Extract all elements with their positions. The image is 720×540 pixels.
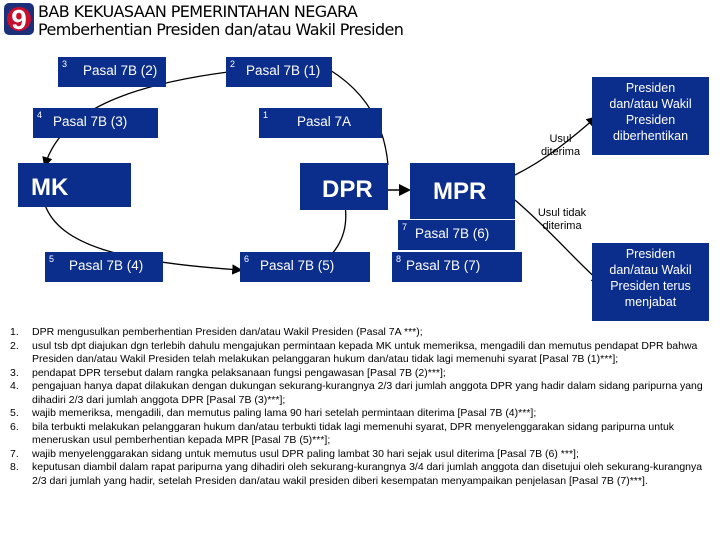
explanation-list: 1. DPR mengusulkan pemberhentian Presiden… [10, 326, 715, 488]
item-text: keputusan diambil dalam rapat paripurna … [32, 461, 703, 487]
box-mk: MK [18, 163, 131, 207]
box-label: Pasal 7B (1) [246, 63, 321, 78]
box-label: Pasal 7B (6) [415, 226, 490, 241]
step-number: 6 [244, 254, 250, 264]
list-item: 8. keputusan diambil dalam rapat paripurn… [10, 461, 715, 488]
item-number: 3. [10, 366, 19, 379]
cycle-arc-left-bottom [44, 204, 243, 275]
box-pasal-7b-4: 5 Pasal 7B (4) [45, 252, 163, 282]
label-rejected-line: Usul tidak [537, 207, 587, 219]
box-pasal-7b-5: 6 Pasal 7B (5) [240, 252, 370, 282]
box-pasal-7b-3: 4 Pasal 7B (3) [33, 108, 158, 138]
item-number: 6. [10, 420, 19, 433]
box-label: Pasal 7B (3) [53, 114, 128, 129]
list-item: 2. usul tsb dpt diajukan dgn terlebih dah… [10, 340, 715, 367]
label-rejected-line: diterima [542, 220, 582, 232]
box-dpr: DPR [300, 163, 388, 210]
item-text: DPR mengusulkan pemberhentian Presiden d… [32, 326, 423, 338]
box-label: Pasal 7B (2) [83, 63, 158, 78]
list-item: 6. bila terbukti melakukan pelanggaran hu… [10, 421, 715, 448]
outcome-removed-line: diberhentikan [612, 129, 689, 143]
box-pasal-7b-6: 7 Pasal 7B (6) [398, 220, 515, 250]
outcome-removed-box: Presiden dan/atau Wakil Presiden diberhe… [592, 77, 709, 155]
box-mpr: MPR [410, 163, 515, 219]
item-text: wajib memeriksa, mengadili, dan memutus … [32, 407, 537, 419]
mpr-to-removed-arrow [514, 116, 597, 176]
step-number: 2 [230, 59, 236, 69]
box-label: Pasal 7A [297, 114, 352, 129]
outcome-continue-line: dan/atau Wakil [609, 263, 692, 277]
item-text: pendapat DPR tersebut dalam rangka pelak… [32, 366, 446, 379]
item-text: bila terbukti melakukan pelanggaran huku… [32, 420, 675, 447]
step-number: 8 [396, 254, 402, 264]
box-pasal-7b-7: 8 Pasal 7B (7) [392, 252, 522, 282]
slide-header: 9 BAB KEKUASAAN PEMERINTAHAN NEGARA Pemb… [0, 0, 720, 50]
step-number: 3 [62, 59, 68, 69]
item-text: wajib menyelenggarakan sidang untuk memu… [32, 447, 579, 460]
step-number: 7 [402, 222, 408, 232]
cycle-arc-left-top [42, 71, 229, 168]
outcome-removed-line: dan/atau Wakil [609, 97, 692, 111]
box-pasal-7a: 1 Pasal 7A [259, 108, 382, 138]
item-number: 5. [10, 407, 19, 419]
label-accepted-line: diterima [540, 146, 581, 158]
item-number: 7. [10, 447, 19, 460]
mpr-label: MPR [433, 178, 487, 205]
label-accepted-line: Usul [549, 133, 572, 145]
item-number: 2. [10, 339, 19, 352]
box-pasal-7b-2: 3 Pasal 7B (2) [58, 57, 166, 87]
list-item: 4. pengajuan hanya dapat dilakukan dengan… [10, 380, 715, 407]
list-item: 3. pendapat DPR tersebut dalam rangka pel… [10, 367, 715, 381]
list-item: 1. DPR mengusulkan pemberhentian Presiden… [10, 326, 715, 340]
outcome-removed-line: Presiden [625, 81, 676, 95]
step-number: 1 [263, 110, 269, 120]
slide-subtitle: Pemberhentian Presiden dan/atau Wakil Pr… [38, 20, 404, 39]
list-item: 5. wajib memeriksa, mengadili, dan memutu… [10, 407, 715, 421]
step-number: 4 [37, 110, 43, 120]
box-label: Pasal 7B (4) [69, 258, 144, 273]
list-item: 7. wajib menyelenggarakan sidang untuk me… [10, 448, 715, 462]
item-text: pengajuan hanya dapat dilakukan dengan d… [32, 380, 703, 406]
outcome-continue-line: Presiden terus [610, 279, 691, 293]
chapter-number: 9 [11, 4, 27, 35]
dpr-label: DPR [322, 176, 373, 203]
outcome-continue-box: Presiden dan/atau Wakil Presiden terus m… [592, 243, 709, 321]
box-label: Pasal 7B (5) [260, 258, 335, 273]
outcome-continue-line: Presiden [625, 247, 676, 261]
box-pasal-7b-1: 2 Pasal 7B (1) [226, 57, 332, 87]
outcome-continue-line: menjabat [624, 295, 677, 309]
item-number: 4. [10, 380, 19, 392]
item-number: 1. [10, 326, 19, 338]
label-accepted: Usul diterima [533, 133, 588, 159]
mk-label: MK [31, 174, 69, 201]
item-text: usul tsb dpt diajukan dgn terlebih dahul… [32, 339, 698, 366]
step-number: 5 [49, 254, 55, 264]
item-number: 8. [10, 461, 19, 473]
chapter-number-badge-icon: 9 [4, 3, 34, 35]
slide-title: BAB KEKUASAAN PEMERINTAHAN NEGARA [38, 2, 358, 21]
outcome-removed-line: Presiden [625, 113, 676, 127]
box-label: Pasal 7B (7) [406, 258, 481, 273]
label-rejected: Usul tidak diterima [527, 207, 597, 233]
